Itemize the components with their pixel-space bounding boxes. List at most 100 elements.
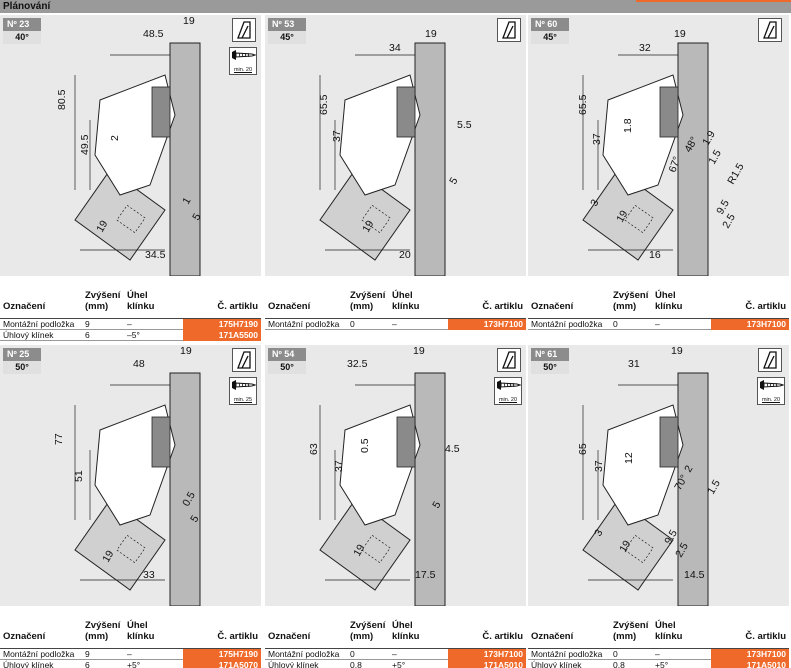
- row-raise: 6: [85, 660, 90, 668]
- table-row: Montážní podložka 0 – 173H7100: [265, 319, 526, 330]
- dimension-label: 5: [430, 499, 443, 510]
- article-code: 175H7190: [183, 649, 261, 660]
- dimension-label: 2: [682, 463, 695, 474]
- hinge-number: Nº 23: [3, 18, 41, 31]
- door-mount-icon: [232, 18, 256, 42]
- column-angle: Úhel klínku: [392, 290, 420, 312]
- dimension-label: 33: [143, 569, 155, 581]
- dimension-label: 19: [425, 28, 437, 40]
- article-table: Označení Zvýšení (mm) Úhel klínku Č. art…: [0, 288, 261, 341]
- article-code: 173H7100: [448, 649, 526, 660]
- dimension-label: 5: [190, 211, 203, 222]
- dimension-label: 65.5: [577, 94, 589, 115]
- table-row: Montážní podložka 0 – 173H7100: [528, 649, 789, 660]
- opening-angle: 50°: [3, 361, 41, 374]
- table-row: Montážní podložka 0 – 173H7100: [265, 649, 526, 660]
- table-header: Označení Zvýšení (mm) Úhel klínku Č. art…: [265, 288, 526, 319]
- row-angle: –5°: [127, 330, 140, 340]
- table-row: Montážní podložka 9 – 175H7190: [0, 649, 261, 660]
- cabinet-side-panel: [169, 372, 201, 606]
- column-angle: Úhel klínku: [392, 620, 420, 642]
- door-panel: [582, 499, 674, 591]
- column-angle: Úhel klínku: [655, 620, 683, 642]
- table-header: Označení Zvýšení (mm) Úhel klínku Č. art…: [265, 618, 526, 649]
- opening-angle: 40°: [3, 31, 41, 44]
- table-row: Montážní podložka 0 – 173H7100: [528, 319, 789, 330]
- dimension-label: 16: [649, 249, 661, 261]
- row-raise: 0: [613, 649, 618, 659]
- dimension-label: R1.5: [725, 161, 747, 186]
- row-angle: +5°: [392, 660, 406, 668]
- table-row: Úhlový klínek 0.8 +5° 171A5010: [265, 660, 526, 668]
- screw-icon: min. 25: [229, 377, 257, 405]
- dimension-label: 48.5: [143, 28, 164, 40]
- article-table: Označení Zvýšení (mm) Úhel klínku Č. art…: [0, 618, 261, 668]
- row-angle: –: [127, 319, 132, 329]
- row-angle: –: [127, 649, 132, 659]
- dimension-label: 49.5: [79, 134, 91, 155]
- column-article: Č. artiklu: [217, 631, 258, 642]
- column-article: Č. artiklu: [217, 301, 258, 312]
- row-label: Úhlový klínek: [3, 330, 54, 340]
- dimension-label: 1.5: [706, 148, 724, 167]
- dimension-label: 19: [183, 15, 195, 27]
- dimension-label: 12: [623, 452, 635, 464]
- screw-icon: min. 20: [494, 377, 522, 405]
- dimension-label: 20: [399, 249, 411, 261]
- column-raise: Zvýšení (mm): [350, 620, 386, 642]
- dimension-label: 31: [628, 358, 640, 370]
- column-angle: Úhel klínku: [127, 290, 155, 312]
- article-code: 171A5070: [183, 660, 261, 668]
- row-angle: –: [655, 319, 660, 329]
- row-raise: 0: [613, 319, 618, 329]
- dimension-label: 19: [671, 345, 683, 357]
- screw-min-length: min. 20: [761, 397, 781, 403]
- door-mount-icon: [758, 18, 782, 42]
- dimension-label: 5: [188, 513, 201, 524]
- cabinet-side-panel: [414, 42, 446, 276]
- column-article: Č. artiklu: [482, 631, 523, 642]
- dimension-label: 51: [73, 470, 85, 482]
- dimension-label: 17.5: [415, 569, 436, 581]
- mounting-plate: [151, 416, 171, 468]
- article-code: 173H7100: [711, 319, 789, 330]
- door-mount-icon: [497, 18, 521, 42]
- table-header: Označení Zvýšení (mm) Úhel klínku Č. art…: [528, 618, 789, 649]
- dimension-label: 19: [351, 542, 367, 558]
- article-code: 171A5010: [711, 660, 789, 668]
- row-angle: –: [392, 319, 397, 329]
- door-panel: [319, 499, 411, 591]
- dimension-label: 4.5: [445, 443, 460, 455]
- column-label: Označení: [3, 301, 46, 312]
- row-raise: 0: [350, 649, 355, 659]
- screw-icon: min. 20: [757, 377, 785, 405]
- table-row: Montážní podložka 9 – 175H7190: [0, 319, 261, 330]
- door-panel: [582, 169, 674, 261]
- dimension-label: 1.8: [622, 118, 634, 133]
- dimension-label: 80.5: [56, 89, 68, 110]
- mounting-plate: [659, 416, 679, 468]
- row-label: Montážní podložka: [531, 649, 603, 659]
- column-label: Označení: [268, 631, 311, 642]
- column-raise: Zvýšení (mm): [613, 290, 649, 312]
- dimension-label: 32.5: [347, 358, 368, 370]
- dimension-label: 37: [591, 133, 603, 145]
- dimension-label: 67°: [667, 155, 684, 174]
- article-table: Označení Zvýšení (mm) Úhel klínku Č. art…: [528, 288, 789, 330]
- dimension-label: 19: [614, 208, 630, 224]
- row-raise: 9: [85, 319, 90, 329]
- column-label: Označení: [268, 301, 311, 312]
- table-row: Úhlový klínek 6 +5° 171A5070: [0, 660, 261, 668]
- row-label: Úhlový klínek: [3, 660, 54, 668]
